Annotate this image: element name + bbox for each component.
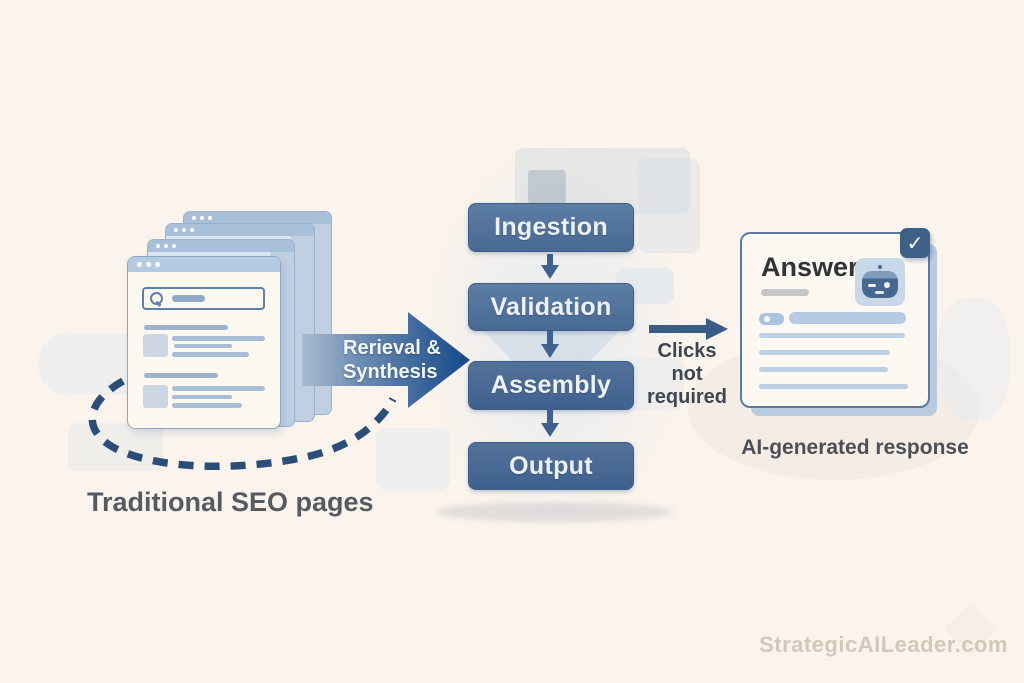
result-text-line <box>172 352 249 357</box>
pipeline-step-label: Validation <box>490 292 612 321</box>
result-heading-line <box>144 325 228 330</box>
result-text-line <box>172 403 242 408</box>
window-controls-dots <box>208 216 212 220</box>
window-controls-dots <box>200 216 204 220</box>
window-controls-dots <box>172 244 176 248</box>
pipeline-step-label: Ingestion <box>494 213 608 241</box>
pipeline-step-assembly: Assembly <box>468 361 634 410</box>
window-title-bar <box>128 257 280 272</box>
window-controls-dots <box>192 216 196 220</box>
answer-text-line <box>759 367 888 372</box>
checkmark-icon: ✓ <box>900 228 930 258</box>
retrieval-label-line1: Rerieval & <box>343 337 441 359</box>
answer-card: Answer ✓ <box>740 228 930 408</box>
window-title-bar <box>166 224 314 236</box>
watermark-text: StrategicAILeader.com <box>759 632 1008 657</box>
clicks-label-line: not <box>671 363 703 385</box>
answer-text-line <box>759 384 908 389</box>
pipeline-step-validation: Validation <box>468 283 634 331</box>
retrieval-label-line2: Synthesis <box>343 361 438 383</box>
window-title-bar <box>148 240 294 252</box>
answer-card-caption: AI-generated response <box>741 436 969 459</box>
result-thumbnail <box>143 334 168 357</box>
pipeline-step-output: Output <box>468 442 634 490</box>
seo-stack-caption: Traditional SEO pages <box>87 487 374 517</box>
robot-mouth <box>875 291 884 294</box>
window-controls-dots <box>146 262 151 267</box>
window-controls-dots <box>174 228 178 232</box>
window-controls-dots <box>137 262 142 267</box>
result-text-line <box>172 336 265 341</box>
answer-card-title: Answer <box>761 252 859 282</box>
clicks-not-required-label: Clicks not required <box>622 340 752 409</box>
answer-highlight-bar <box>789 312 906 324</box>
seo-page-window-front <box>127 256 281 429</box>
retrieval-arrow <box>302 312 470 408</box>
result-text-line <box>172 395 232 399</box>
robot-eye <box>884 282 890 288</box>
pipeline-step-ingestion: Ingestion <box>468 203 634 252</box>
robot-head <box>862 271 898 298</box>
flow-arrow-down <box>541 254 559 437</box>
clicks-arrow <box>649 318 728 340</box>
robot-wink-eye <box>868 284 876 287</box>
window-controls-dots <box>155 262 160 267</box>
window-title-bar <box>184 212 331 224</box>
robot-icon <box>855 258 905 306</box>
search-bar <box>142 287 265 310</box>
pipeline-step-label: Assembly <box>490 371 612 399</box>
window-controls-dots <box>164 244 168 248</box>
answer-subtitle-line <box>761 289 809 296</box>
robot-antenna <box>878 265 882 269</box>
retrieval-arrow-label: Rerieval & Synthesis <box>343 336 441 384</box>
window-controls-dots <box>190 228 194 232</box>
result-text-line <box>174 344 232 348</box>
result-thumbnail <box>143 385 168 408</box>
clicks-label-line: required <box>646 386 728 408</box>
window-controls-dots <box>156 244 160 248</box>
search-query-placeholder <box>172 295 205 302</box>
clicks-label-line: Clicks <box>657 340 717 362</box>
answer-text-line <box>759 333 905 338</box>
pipeline-step-label: Output <box>509 451 593 480</box>
answer-text-line <box>759 350 890 355</box>
window-controls-dots <box>182 228 186 232</box>
result-text-line <box>172 386 265 391</box>
answer-bullet <box>759 313 784 325</box>
dashed-loop-curve <box>88 377 397 471</box>
result-heading-line <box>144 373 218 378</box>
